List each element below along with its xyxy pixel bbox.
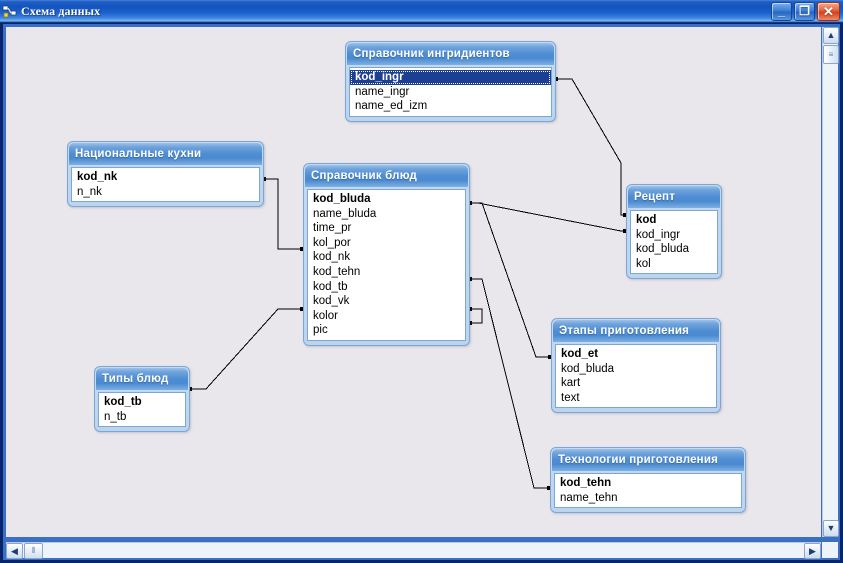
relationships-icon [2,4,18,19]
grip-icon: ⦀ [31,546,36,555]
table-box-spravochnik_blyud[interactable]: Справочник блюд kod_bluda name_bluda time_p… [303,163,470,346]
scroll-right-button[interactable]: ▶ [804,543,821,559]
table-title[interactable]: Типы блюд [96,368,188,390]
scroll-down-button[interactable]: ▼ [823,520,839,537]
relationship-line[interactable] [470,278,549,489]
relationship-line[interactable] [190,308,302,390]
minimize-icon: _ [777,2,786,18]
field-row[interactable]: kod_ingr [350,70,551,85]
relationship-line[interactable] [470,202,625,232]
relationship-line[interactable] [470,308,483,324]
table-box-natsionalnye_kukhni[interactable]: Национальные кухни kod_nk n_nk [67,141,264,208]
field-row[interactable]: name_ingr [355,85,410,98]
field-row[interactable]: name_bluda [313,207,377,220]
field-list: kod_tb n_tb [98,392,186,428]
field-row[interactable]: kod_nk [313,251,351,264]
table-title[interactable]: Национальные кухни [69,143,262,165]
field-row[interactable]: kod_tehn [560,477,612,489]
table-title[interactable]: Технологии приготовления [552,449,744,471]
minimize-button[interactable]: _ [771,1,792,21]
title-bar[interactable]: Схема данных _ ❐ ✕ [0,0,843,23]
chevron-left-icon: ◀ [11,545,18,556]
vertical-scrollbar[interactable]: ▲ ≡ ▼ [822,27,839,537]
field-row[interactable]: kod_bluda [636,243,690,256]
window-controls: _ ❐ ✕ [771,1,840,21]
field-row[interactable]: kod_vk [313,295,350,308]
field-list: kod_tehn name_tehn [554,473,742,509]
horizontal-scroll-thumb[interactable]: ⦀ [24,543,43,559]
field-list: kod_nk n_nk [71,167,260,203]
field-row[interactable]: kod_nk [77,171,118,183]
field-row[interactable]: kod_bluda [313,193,371,205]
field-row[interactable]: kol_por [313,236,351,249]
field-row[interactable]: text [561,391,580,404]
field-row[interactable]: n_nk [77,185,102,198]
relationship-line[interactable] [556,78,625,216]
maximize-icon: ❐ [799,4,810,18]
table-title[interactable]: Справочник блюд [305,165,468,187]
table-title[interactable]: Этапы приготовления [553,320,719,342]
field-row[interactable]: kod [636,214,657,226]
grip-icon: ≡ [828,50,834,59]
scrollbar-corner [822,542,838,558]
field-row[interactable]: kod_et [561,348,599,360]
field-row[interactable]: kolor [313,309,338,322]
table-box-tipy_blyud[interactable]: Типы блюд kod_tb n_tb [94,366,190,433]
close-button[interactable]: ✕ [817,1,840,21]
scroll-left-button[interactable]: ◀ [6,543,23,559]
field-row[interactable]: n_tb [104,410,127,423]
field-row[interactable]: kart [561,377,581,390]
field-row[interactable]: pic [313,324,328,337]
chevron-right-icon: ▶ [809,545,816,556]
field-row[interactable]: kod_tb [104,396,142,408]
field-row[interactable]: kod_ingr [636,228,681,241]
maximize-button[interactable]: ❐ [794,1,815,21]
field-row[interactable]: kod_tb [313,280,348,293]
chevron-up-icon: ▲ [826,30,836,40]
field-row[interactable]: kod_tehn [313,265,361,278]
field-row[interactable]: name_tehn [560,491,618,504]
chevron-down-icon: ▼ [826,523,836,533]
scroll-up-button[interactable]: ▲ [823,27,839,44]
window-title: Схема данных [21,3,101,18]
table-box-tekhnologii_prigotovleniya[interactable]: Технологии приготовления kod_tehn name_teh… [550,447,746,514]
vertical-scroll-thumb[interactable]: ≡ [823,45,839,64]
relationship-line[interactable] [264,178,302,250]
field-row[interactable]: kol [636,257,651,270]
close-icon: ✕ [823,3,834,19]
horizontal-scrollbar[interactable]: ◀ ⦀ ▶ [6,542,821,559]
field-row[interactable]: time_pr [313,222,352,235]
field-row[interactable]: kod_bluda [561,362,615,375]
relationship-line[interactable] [470,202,550,358]
table-title[interactable]: Справочник ингридиентов [347,43,554,65]
table-title[interactable]: Рецепт [628,186,720,208]
field-row[interactable]: name_ed_izm [355,100,428,113]
